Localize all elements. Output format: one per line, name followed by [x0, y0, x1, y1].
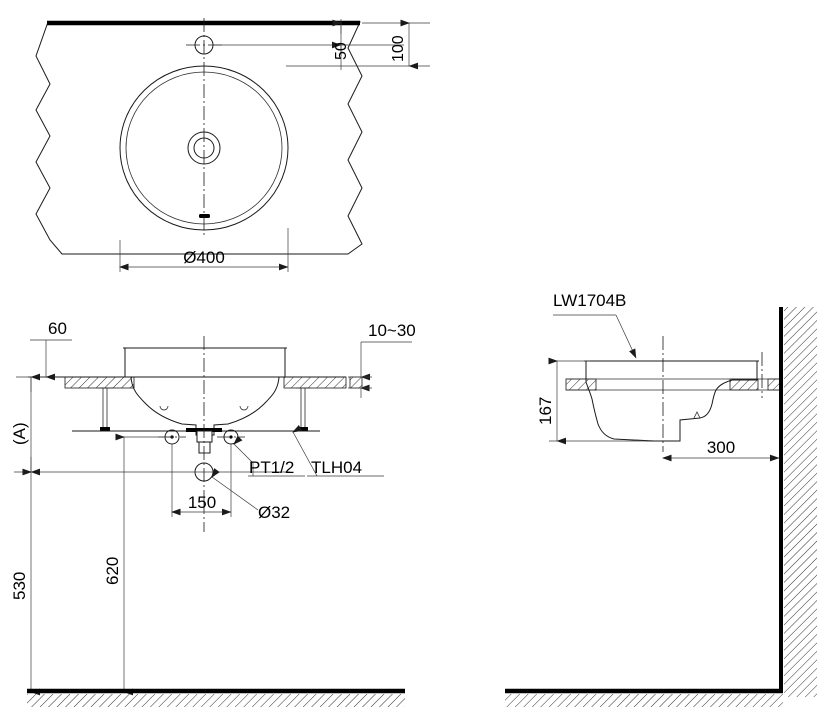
dim-spacing-150: 150 — [171, 444, 232, 517]
dim-spacing-150-label: 150 — [188, 493, 216, 512]
callout-lw1704b-label: LW1704B — [553, 291, 626, 310]
dim-height-620: 620 — [103, 433, 174, 696]
dim-offset-50: 50 — [332, 19, 350, 70]
mounting-bracket-right-front — [296, 387, 311, 431]
dim-overhang-60: 60 — [30, 319, 72, 381]
countertop-slab-side-far-right — [767, 378, 781, 391]
countertop-slab-side-left — [565, 378, 597, 391]
plan-view: 50 100 Ø400 — [35, 18, 430, 272]
countertop-slab-front — [64, 376, 135, 389]
dim-diameter-400-label: Ø400 — [183, 248, 225, 267]
countertop-slab-front-far-right — [349, 376, 363, 389]
dim-wall-offset-300: 300 — [662, 438, 780, 462]
supply-hole-right-front — [217, 429, 245, 445]
dim-offset-50-label: 50 — [333, 42, 350, 60]
callout-dia-32: Ø32 — [211, 468, 290, 522]
callout-pt-half: PT1/2 — [233, 435, 305, 477]
dim-diameter-400: Ø400 — [119, 228, 289, 272]
overflow-slot-plan — [199, 214, 210, 218]
dim-height-620-label: 620 — [103, 557, 122, 585]
basin-foot-right-front — [239, 405, 249, 411]
counter-outline-plan — [35, 21, 363, 255]
dim-height-A: (A) — [10, 373, 46, 476]
countertop-slab-front-right — [283, 376, 347, 389]
front-section-view: 60 10~30 (A) — [10, 319, 416, 707]
dim-offset-100: 100 — [390, 19, 418, 70]
basin-body-side — [585, 360, 758, 442]
dim-thickness-10-30-label: 10~30 — [368, 321, 416, 340]
floor-hatch-side — [505, 694, 783, 707]
callout-pt-half-label: PT1/2 — [249, 458, 294, 477]
dim-depth-167: 167 — [536, 357, 650, 445]
mounting-bracket-left-front — [98, 387, 113, 431]
dim-offset-100-label: 100 — [390, 35, 407, 62]
floor-hatch-front — [27, 694, 405, 707]
dim-overhang-60-label: 60 — [48, 319, 67, 338]
dim-depth-167-label: 167 — [536, 397, 555, 425]
dim-height-530: 530 — [10, 468, 40, 696]
dim-height-A-label: (A) — [10, 422, 29, 445]
basin-notch-side — [693, 411, 701, 419]
dim-thickness-10-30: 10~30 — [348, 321, 416, 398]
countertop-slab-side-right — [729, 378, 759, 391]
side-section-view: LW1704B 167 300 — [505, 291, 817, 707]
dim-wall-offset-300-label: 300 — [707, 438, 735, 457]
callout-lw1704b: LW1704B — [553, 291, 637, 359]
basin-body-front — [124, 347, 286, 436]
callout-dia-32-label: Ø32 — [258, 503, 290, 522]
basin-foot-left-front — [159, 405, 169, 411]
wall-hatch-side — [784, 307, 817, 697]
callout-tlh04: TLH04 — [292, 424, 384, 477]
drain-tailpiece-front — [196, 430, 213, 454]
callout-tlh04-label: TLH04 — [311, 458, 362, 477]
dim-height-530-label: 530 — [10, 572, 29, 600]
